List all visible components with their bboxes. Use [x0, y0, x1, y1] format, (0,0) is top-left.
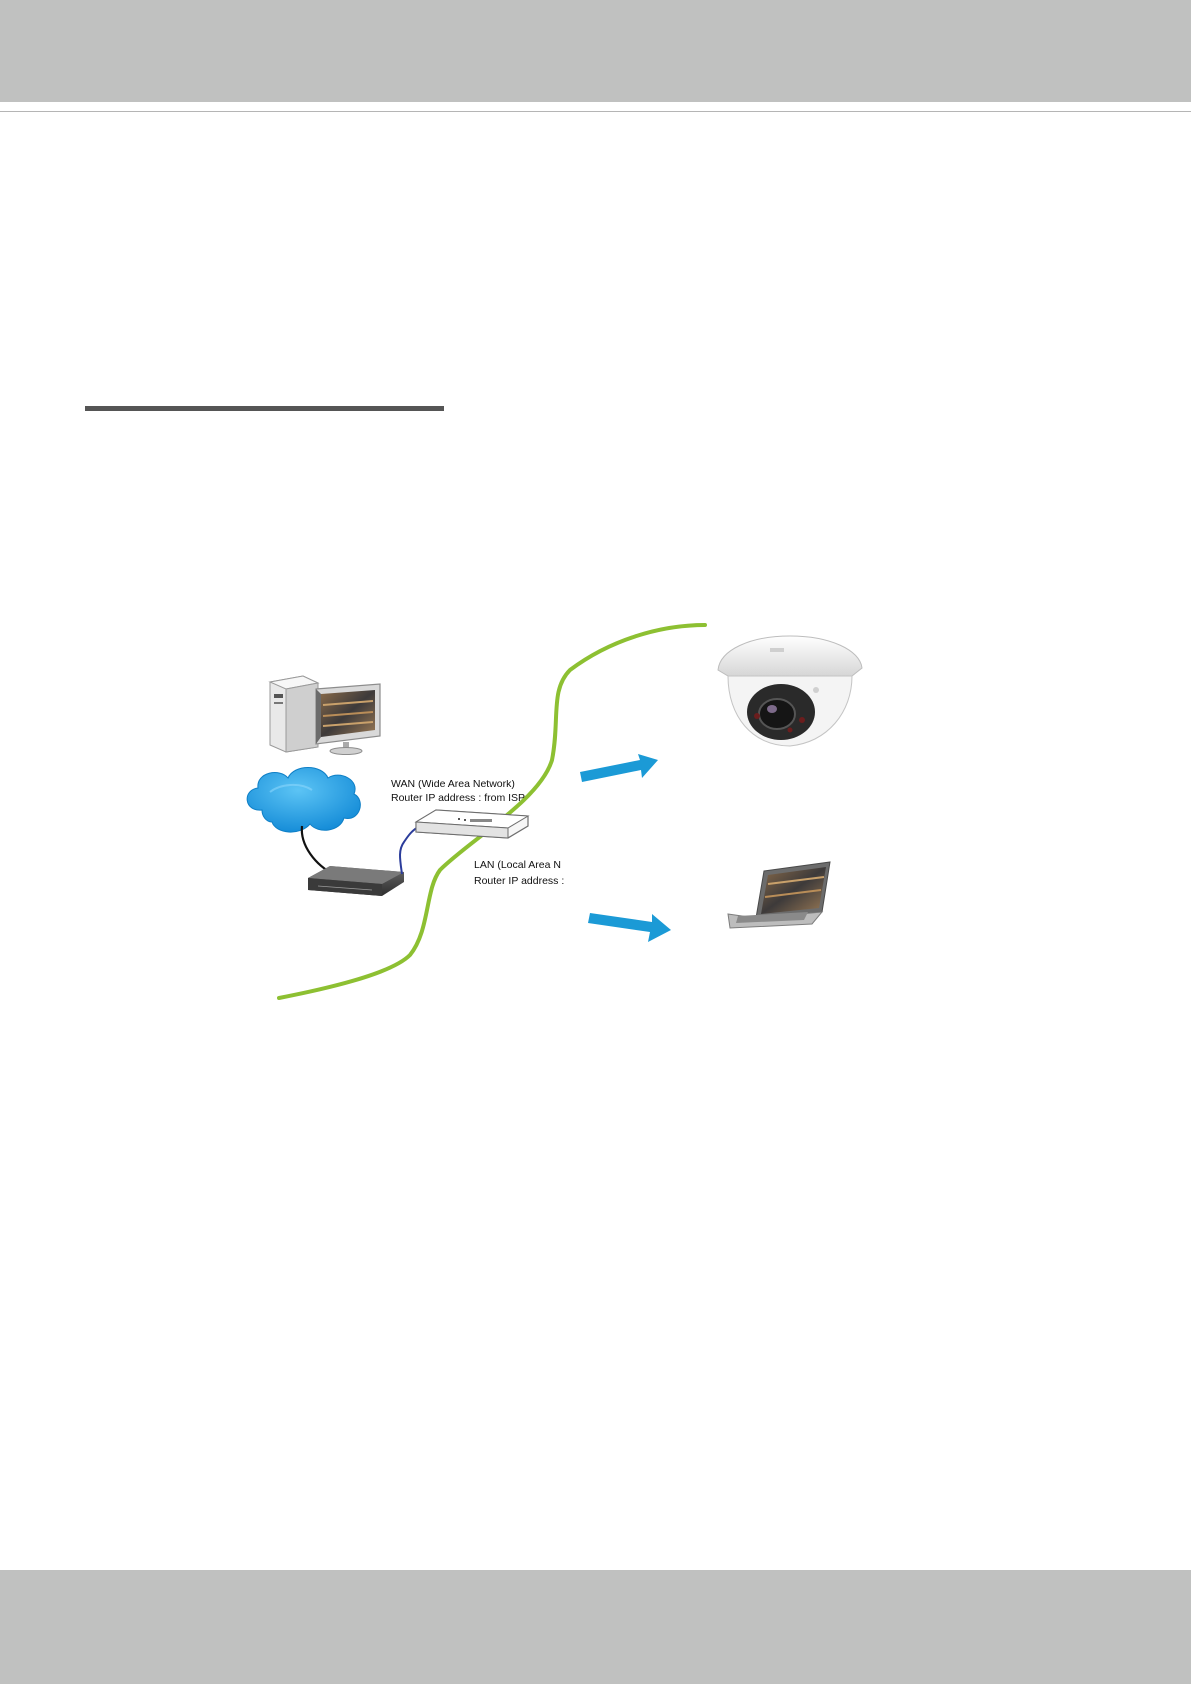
wan-label: WAN (Wide Area Network) Router IP addres… — [391, 778, 525, 804]
laptop-icon — [727, 861, 831, 929]
page-header-band — [0, 0, 1191, 102]
lan-label: LAN (Local Area N Router IP address : — [474, 859, 564, 887]
wan-label-line2: Router IP address : from ISP — [391, 792, 525, 804]
header-divider — [0, 111, 1191, 112]
page-footer-band — [0, 1570, 1191, 1684]
wan-label-line1: WAN (Wide Area Network) — [391, 778, 515, 790]
arrow-to-camera — [580, 754, 658, 782]
router-icon — [414, 809, 530, 839]
network-boundary-curve — [277, 623, 707, 1000]
internet-cloud-icon — [246, 767, 361, 833]
modem-router-cable — [399, 825, 421, 875]
modem-icon — [308, 866, 404, 896]
section-heading-rule — [85, 406, 444, 411]
arrow-to-laptop — [588, 913, 671, 942]
dome-camera-icon — [717, 635, 863, 747]
lan-label-line1: LAN (Local Area N — [474, 859, 561, 871]
desktop-computer-icon — [268, 675, 381, 755]
wan-label-mask — [380, 770, 530, 780]
lan-label-line2: Router IP address : — [474, 875, 564, 887]
